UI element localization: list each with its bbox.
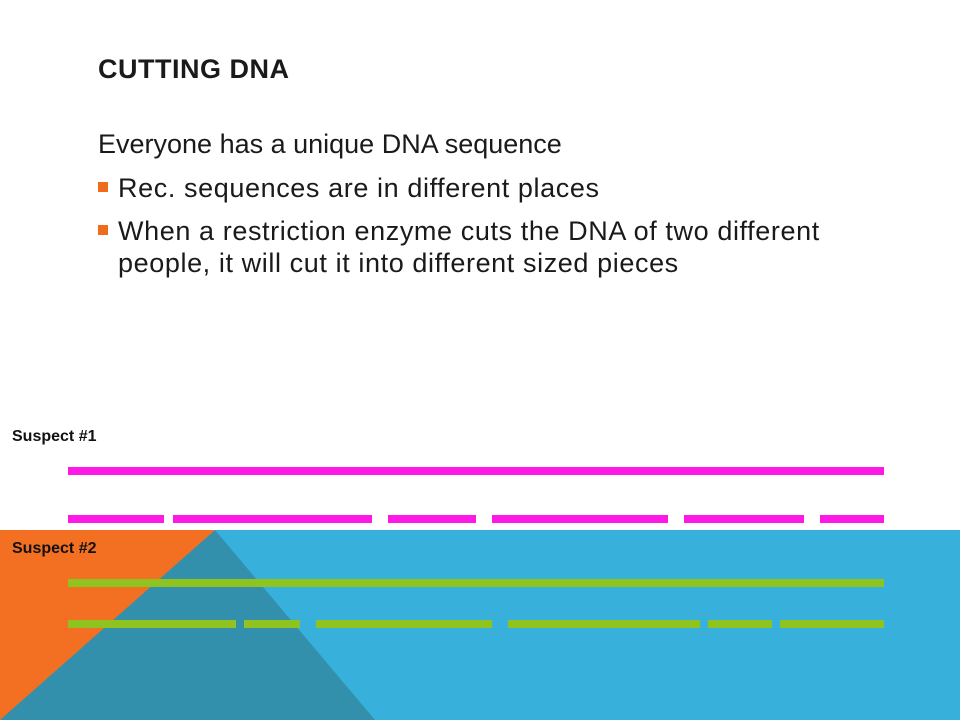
bullet-item: When a restriction enzyme cuts the DNA o… [98, 215, 888, 280]
slide-body: Everyone has a unique DNA sequence Rec. … [98, 128, 888, 290]
lead-text: Everyone has a unique DNA sequence [98, 129, 562, 159]
suspect-1-label: Suspect #1 [12, 428, 97, 445]
suspect-1-fragment [68, 515, 164, 523]
suspect-2-label: Suspect #2 [12, 540, 97, 557]
suspect-1-fragment [173, 515, 372, 523]
bullet-text: Rec. sequences are in different places [118, 173, 600, 204]
suspect-2-fragment [244, 620, 300, 628]
suspect-2-fragment [780, 620, 884, 628]
bullet-text: When a restriction enzyme cuts the DNA o… [118, 215, 820, 279]
suspect-1-fragment [492, 515, 668, 523]
suspect-2-fragment [508, 620, 700, 628]
suspect-1-fragment [388, 515, 476, 523]
slide-title: CUTTING DNA [98, 54, 290, 84]
suspect-2-fragment [708, 620, 772, 628]
square-bullet-icon [98, 182, 108, 193]
bullet-item: Rec. sequences are in different places [98, 172, 888, 204]
suspect-2-uncut-strand [68, 579, 884, 587]
bullet-list: Rec. sequences are in different places W… [98, 172, 888, 279]
suspect-1-fragment [820, 515, 884, 523]
square-bullet-icon [98, 224, 108, 235]
suspect-1-uncut-strand [68, 467, 884, 475]
suspect-2-fragment [68, 620, 236, 628]
suspect-2-fragment [316, 620, 492, 628]
suspect-1-fragment [684, 515, 804, 523]
